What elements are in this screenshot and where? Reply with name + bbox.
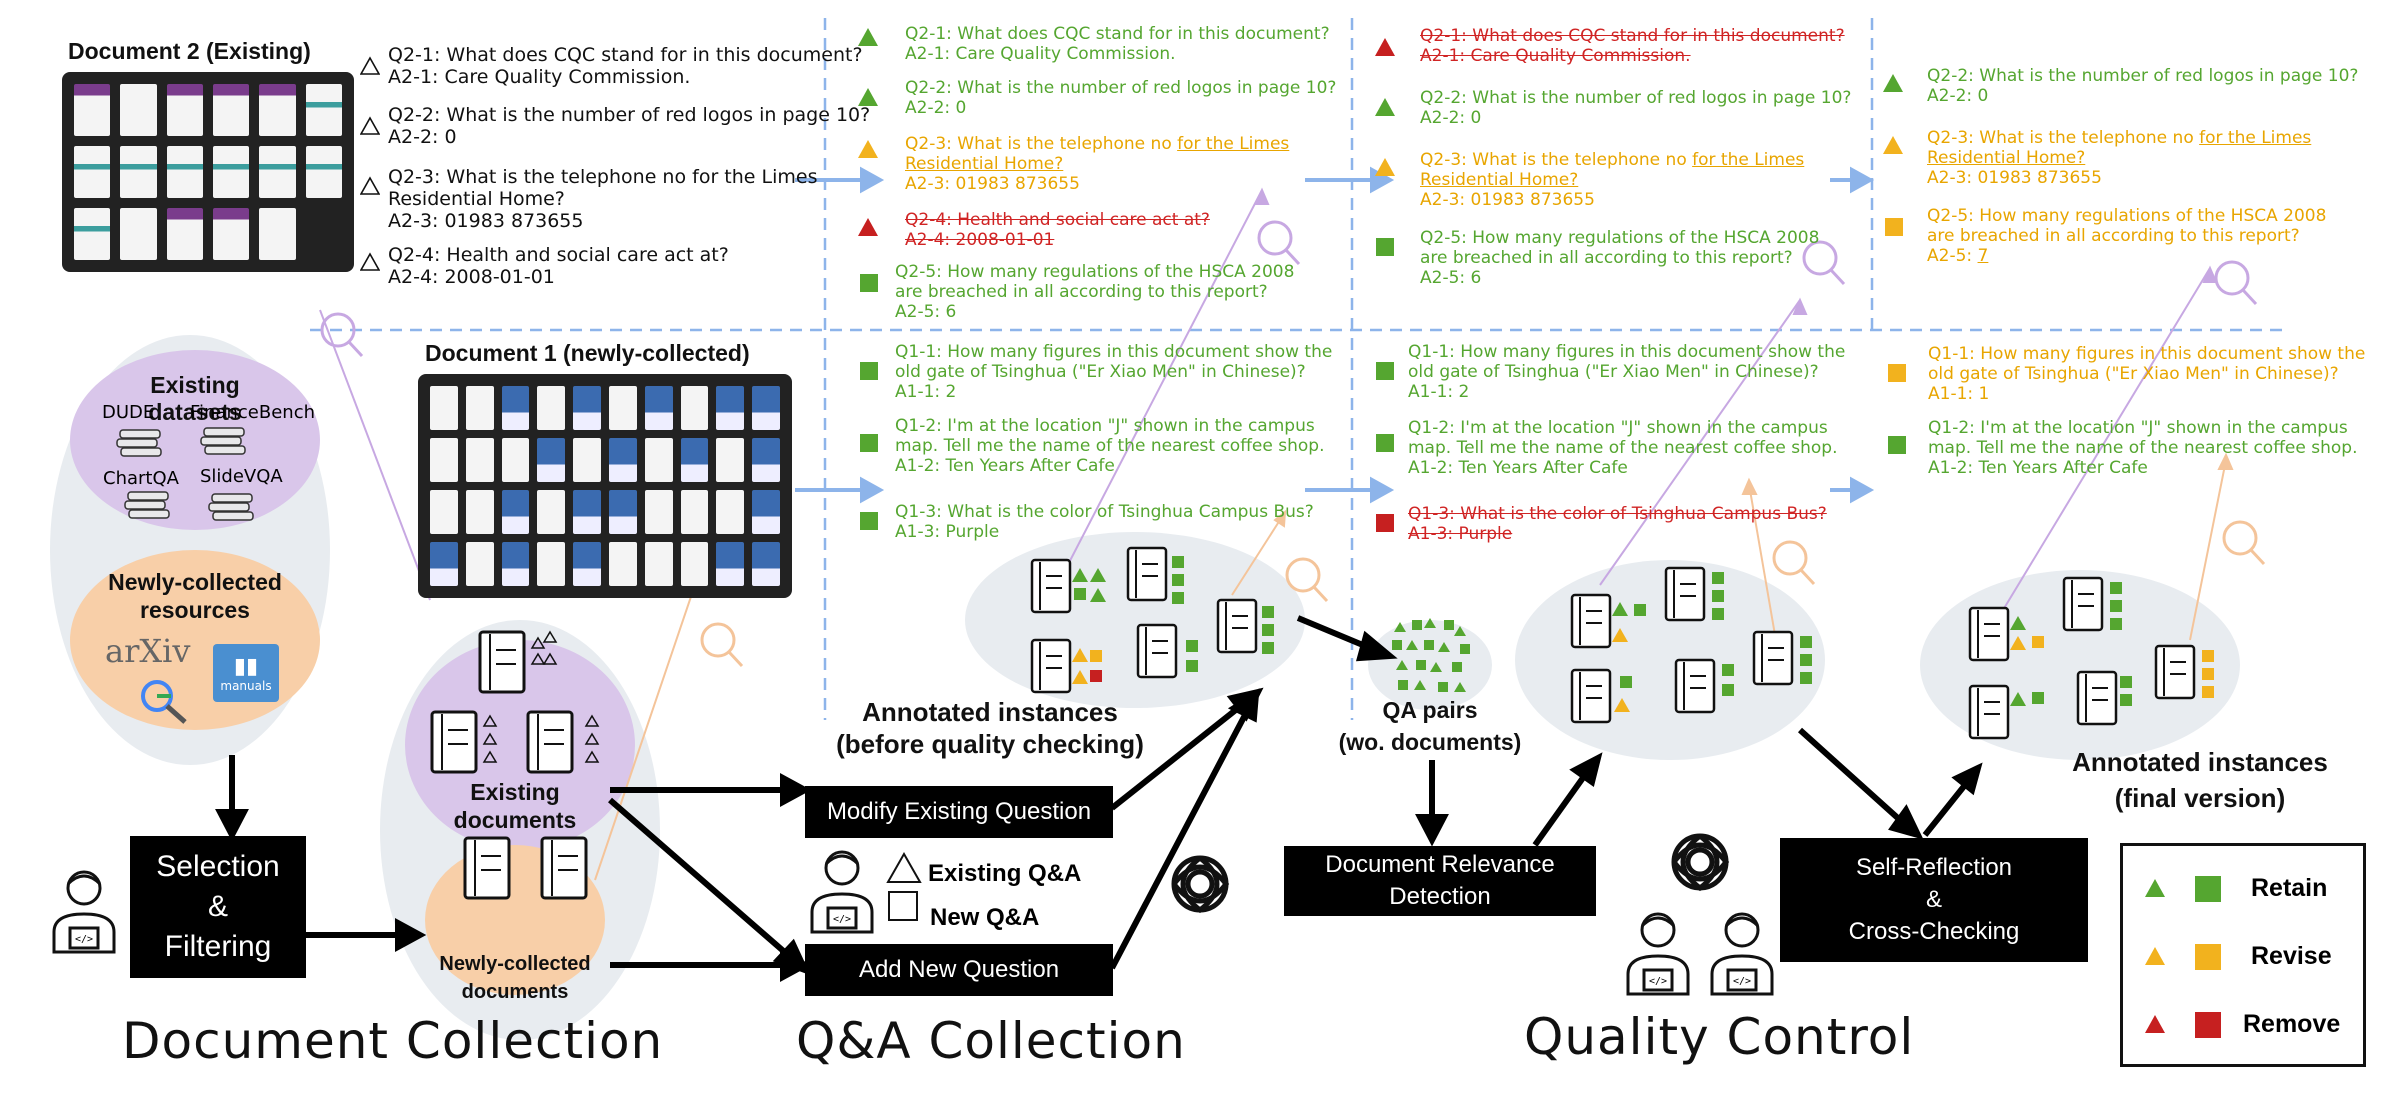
col1-qa-1-2: Q1-2: I'm at the location "J" shown in t…: [895, 416, 1325, 476]
document-icons: [430, 630, 600, 900]
retain-square-icon: [860, 362, 878, 380]
doc2-qa-1: Q2-1: What does CQC stand for in this do…: [388, 44, 863, 88]
col1-qa-2-4: Q2-4: Health and social care act at?A2-4…: [905, 210, 1210, 250]
dataset-financebench: FinanceBench: [190, 402, 315, 423]
section-qa-collection: Q&A Collection: [796, 1012, 1186, 1070]
revise-triangle-icon: [2145, 947, 2165, 965]
col3-qa-1-1: Q1-1: How many figures in this document …: [1928, 344, 2366, 404]
svg-text:</>: </>: [1733, 976, 1751, 987]
retain-square-icon: [1888, 436, 1906, 454]
doc1-thumbnails: [418, 374, 792, 598]
doc2-title: Document 2 (Existing): [68, 38, 311, 64]
col1-qa-2-5: Q2-5: How many regulations of the HSCA 2…: [895, 262, 1295, 322]
legend-remove: Remove: [2243, 1010, 2341, 1038]
section-document-collection: Document Collection: [122, 1012, 664, 1070]
revise-square-icon: [1888, 364, 1906, 382]
retain-square-icon: [1376, 362, 1394, 380]
col2-qa-1-3: Q1-3: What is the color of Tsinghua Camp…: [1408, 504, 1827, 544]
developer-icon: </>: [810, 850, 874, 934]
doc2-thumbnails: [62, 72, 354, 272]
doc1-title: Document 1 (newly-collected): [425, 340, 750, 366]
col2-qa-1-2: Q1-2: I'm at the location "J" shown in t…: [1408, 418, 1838, 478]
dataset-stack-icons: [116, 427, 254, 521]
qa-legend-icons: [886, 852, 922, 921]
col2-qa-2-1: Q2-1: What does CQC stand for in this do…: [1420, 26, 1845, 66]
self-reflection-box: Self-Reflection&Cross-Checking: [1780, 838, 2088, 962]
triangle-outline-icon: [360, 176, 380, 195]
qa-pairs-label: QA pairs(wo. documents): [1338, 697, 1522, 755]
dataset-dude: DUDE: [102, 402, 155, 423]
col1-qa-2-3: Q2-3: What is the telephone no for the L…: [905, 134, 1290, 194]
remove-triangle-icon: [2145, 1015, 2165, 1033]
retain-square-icon: [1376, 238, 1394, 256]
col3-qa-2-3: Q2-3: What is the telephone no for the L…: [1927, 128, 2312, 188]
col1-qa-1-1: Q1-1: How many figures in this document …: [895, 342, 1333, 402]
retain-triangle-icon: [1883, 74, 1903, 92]
revise-triangle-icon: [858, 140, 878, 158]
existing-qa-label: Existing Q&A: [928, 860, 1082, 887]
retain-square-icon: [860, 274, 878, 292]
col3-qa-1-2: Q1-2: I'm at the location "J" shown in t…: [1928, 418, 2358, 478]
legend-revise: Revise: [2251, 942, 2332, 970]
revise-square-icon: [1885, 218, 1903, 236]
svg-text:</>: </>: [75, 934, 93, 945]
retain-triangle-icon: [858, 88, 878, 106]
triangle-outline-icon: [360, 56, 380, 75]
col2-qa-1-1: Q1-1: How many figures in this document …: [1408, 342, 1846, 402]
section-quality-control: Quality Control: [1524, 1008, 1915, 1066]
triangle-outline-icon: [360, 116, 380, 135]
retain-square-icon: [860, 512, 878, 530]
legend: Retain Revise Remove: [2120, 843, 2366, 1067]
revise-square-icon: [2195, 944, 2221, 970]
developer-icon: </>: [52, 870, 116, 954]
col3-qa-2-2: Q2-2: What is the number of red logos in…: [1927, 66, 2359, 106]
dataset-slidevqa: SlideVQA: [200, 466, 283, 487]
col2-qa-2-2: Q2-2: What is the number of red logos in…: [1420, 88, 1852, 128]
dataset-chartqa: ChartQA: [103, 468, 179, 489]
triangle-outline-icon: [360, 252, 380, 271]
legend-retain: Retain: [2251, 874, 2328, 902]
col1-qa-1-3: Q1-3: What is the color of Tsinghua Camp…: [895, 502, 1314, 542]
remove-square-icon: [1376, 514, 1394, 532]
google-search-icon: [141, 680, 187, 724]
remove-triangle-icon: [858, 218, 878, 236]
svg-text:</>: </>: [833, 914, 851, 925]
remove-triangle-icon: [1375, 38, 1395, 56]
retain-square-icon: [860, 434, 878, 452]
col3-qa-2-5: Q2-5: How many regulations of the HSCA 2…: [1927, 206, 2327, 266]
existing-datasets-label: Existing datasets: [148, 372, 242, 425]
annotated-before-label: Annotated instances(before quality check…: [836, 697, 1144, 759]
retain-triangle-icon: [1375, 98, 1395, 116]
remove-square-icon: [2195, 1012, 2221, 1038]
modify-existing-question-box: Modify Existing Question: [805, 786, 1113, 838]
developer-icon: </>: [1626, 912, 1690, 996]
manuals-logo: ▮▮manuals: [213, 644, 279, 702]
col2-qa-2-5: Q2-5: How many regulations of the HSCA 2…: [1420, 228, 1820, 288]
retain-triangle-icon: [858, 28, 878, 46]
developer-icon: </>: [1710, 912, 1774, 996]
doc2-qa-2: Q2-2: What is the number of red logos in…: [388, 104, 871, 148]
revise-triangle-icon: [1375, 158, 1395, 176]
doc2-qa-3: Q2-3: What is the telephone no for the L…: [388, 166, 818, 232]
col2-qa-2-3: Q2-3: What is the telephone no for the L…: [1420, 150, 1805, 210]
add-new-question-box: Add New Question: [805, 944, 1113, 996]
revise-triangle-icon: [1883, 136, 1903, 154]
retain-square-icon: [2195, 876, 2221, 902]
selection-filtering-box: Selection&Filtering: [130, 836, 306, 978]
col1-qa-2-2: Q2-2: What is the number of red logos in…: [905, 78, 1337, 118]
retain-square-icon: [1376, 434, 1394, 452]
new-qa-label: New Q&A: [930, 904, 1040, 931]
col1-qa-2-1: Q2-1: What does CQC stand for in this do…: [905, 24, 1330, 64]
doc2-qa-4: Q2-4: Health and social care act at?A2-4…: [388, 244, 729, 288]
annotated-final-label: Annotated instances(final version): [2072, 747, 2328, 813]
arxiv-logo: arXiv: [105, 632, 191, 670]
retain-triangle-icon: [2145, 879, 2165, 897]
svg-text:</>: </>: [1649, 976, 1667, 987]
